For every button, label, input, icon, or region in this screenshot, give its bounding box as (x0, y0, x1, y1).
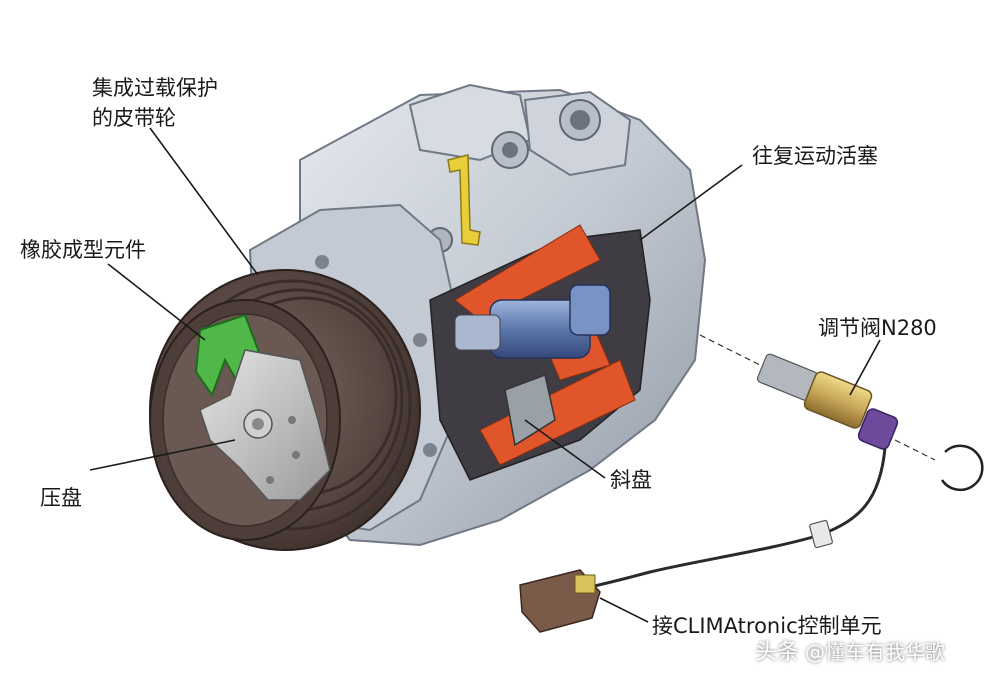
label-connector: 接CLIMAtronic控制单元 (652, 614, 882, 638)
label-rubber-element: 橡胶成型元件 (20, 238, 146, 262)
label-control-valve: 调节阀N280 (818, 316, 937, 340)
label-swash-plate: 斜盘 (610, 468, 652, 492)
label-pulley-line1: 集成过载保护 (92, 76, 218, 100)
label-piston: 往复运动活塞 (752, 144, 878, 168)
wire-harness (519, 447, 887, 633)
label-pulley-line2: 的皮带轮 (92, 106, 176, 130)
watermark-handle: @懂车有我华歌 (805, 639, 946, 664)
control-valve (699, 334, 984, 492)
watermark-prefix: 头条 (755, 640, 800, 665)
cutaway-section (429, 224, 651, 481)
watermark: 头条 @懂车有我华歌 (755, 634, 945, 666)
label-pressure-plate: 压盘 (40, 486, 82, 510)
pressure-plate (199, 349, 331, 501)
leader-lines (89, 127, 881, 623)
piston (454, 284, 611, 359)
swash-plate (504, 373, 556, 447)
rubber-element (194, 313, 264, 398)
electrical-connector (519, 569, 601, 633)
